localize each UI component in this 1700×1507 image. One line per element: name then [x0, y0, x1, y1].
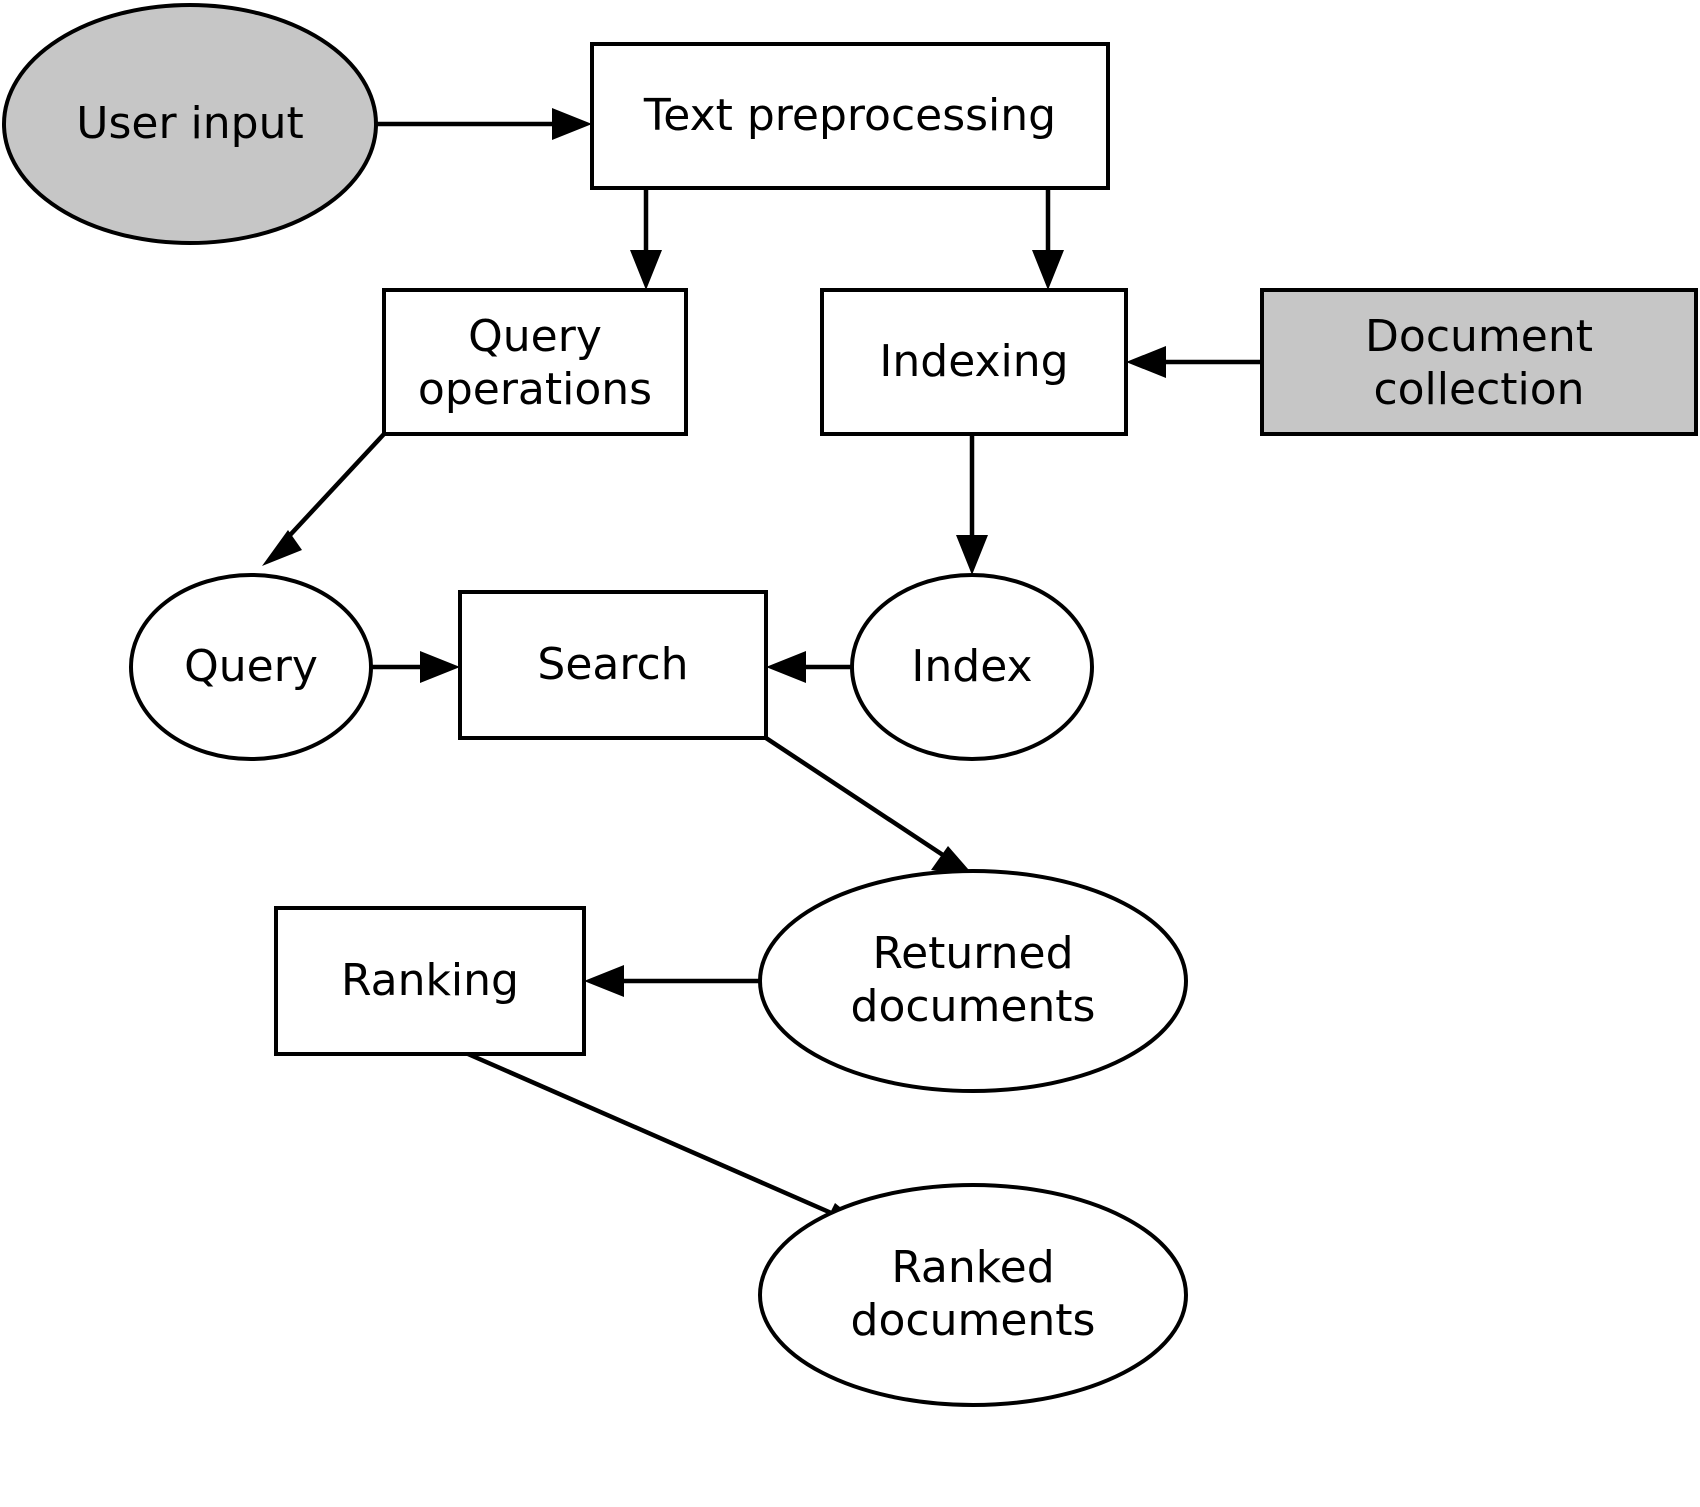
node-query-operations-label-line2: operations: [418, 364, 652, 415]
edge-text-preprocessing-to-indexing: [1032, 188, 1064, 290]
node-index[interactable]: Index: [850, 573, 1094, 761]
edge-query-to-search: [371, 651, 460, 683]
node-user-input[interactable]: User input: [2, 3, 378, 245]
node-indexing-label: Indexing: [879, 336, 1068, 387]
node-ranking-label: Ranking: [341, 955, 519, 1006]
node-document-collection-label-line2: collection: [1373, 364, 1584, 415]
node-query-label: Query: [184, 641, 318, 692]
node-search[interactable]: Search: [458, 590, 768, 740]
edge-document-collection-to-indexing: [1126, 346, 1262, 378]
node-indexing[interactable]: Indexing: [820, 288, 1128, 436]
node-ranking[interactable]: Ranking: [274, 906, 586, 1056]
node-returned-documents-label-line1: Returned: [872, 928, 1073, 979]
edge-indexing-to-index: [956, 434, 988, 575]
node-search-label: Search: [537, 639, 688, 690]
node-ranked-documents[interactable]: Ranked documents: [758, 1183, 1188, 1407]
node-document-collection-label-line1: Document: [1365, 311, 1593, 362]
edge-query-operations-to-query: [262, 432, 386, 566]
node-query-operations-label-line1: Query: [468, 311, 602, 362]
node-user-input-label: User input: [76, 98, 303, 149]
edge-index-to-search: [766, 651, 852, 683]
node-document-collection[interactable]: Document collection: [1260, 288, 1698, 436]
node-returned-documents[interactable]: Returned documents: [758, 869, 1188, 1093]
node-query[interactable]: Query: [129, 573, 373, 761]
edge-ranking-to-ranked-documents: [467, 1051, 866, 1229]
node-index-label: Index: [911, 641, 1032, 692]
node-ranked-documents-label-line1: Ranked: [891, 1242, 1054, 1293]
node-text-preprocessing-label: Text preprocessing: [643, 90, 1056, 141]
edge-search-to-returned-documents: [764, 736, 975, 877]
node-query-operations[interactable]: Query operations: [382, 288, 688, 436]
edge-returned-documents-to-ranking: [584, 965, 760, 997]
edge-text-preprocessing-to-query-operations: [630, 188, 662, 290]
node-returned-documents-label-line2: documents: [851, 981, 1096, 1032]
node-text-preprocessing[interactable]: Text preprocessing: [590, 42, 1110, 190]
edge-user-input-to-text-preprocessing: [376, 108, 592, 140]
node-ranked-documents-label-line2: documents: [851, 1295, 1096, 1346]
